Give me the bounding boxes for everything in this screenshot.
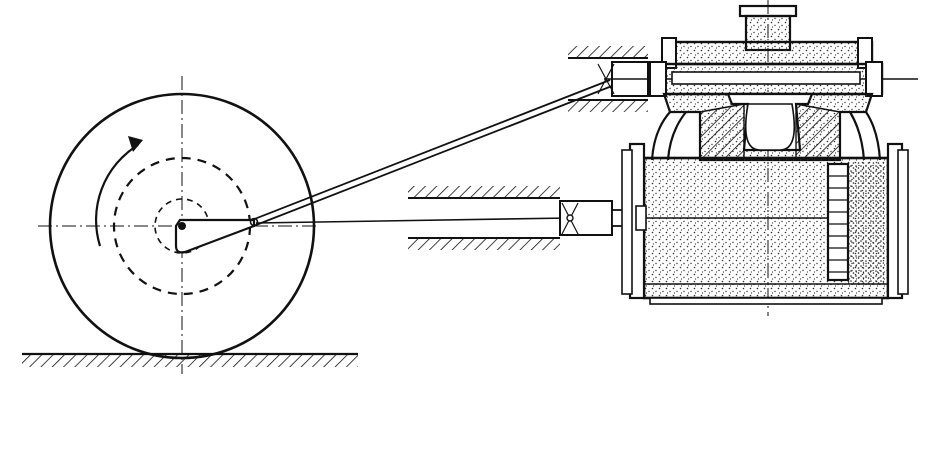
ground — [22, 352, 358, 367]
rotation-arrow-icon — [128, 136, 143, 152]
rotation-arrow-arc — [95, 144, 139, 247]
steam-cylinder — [621, 142, 909, 305]
valve-chest — [648, 0, 884, 316]
piston — [826, 162, 850, 282]
shaft-center — [178, 222, 186, 230]
crank — [174, 217, 259, 254]
eccentric-rod — [251, 79, 613, 226]
